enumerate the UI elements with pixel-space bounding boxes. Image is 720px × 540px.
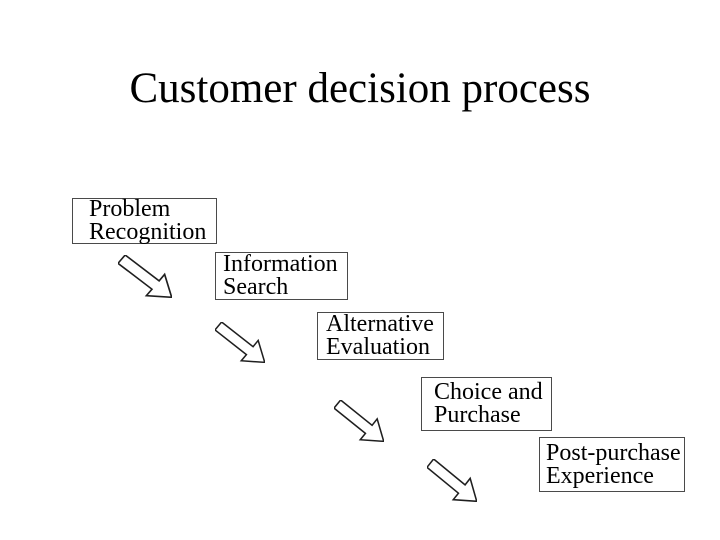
- step-label-line: Evaluation: [326, 334, 430, 360]
- step-label-line: Experience: [546, 462, 654, 489]
- step-box-choice-and-purchase: Choice and Purchase: [421, 377, 552, 431]
- step-label-line: Post-purchase: [546, 439, 681, 466]
- down-right-arrow-icon: [118, 255, 172, 298]
- step-label-line: Choice and: [434, 379, 543, 405]
- down-right-arrow-icon: [215, 322, 265, 363]
- step-box-problem-recognition: Problem Recognition: [72, 196, 217, 245]
- step-box-alternative-evaluation: Alternative Evaluation: [317, 312, 444, 360]
- step-label-line: Purchase: [434, 402, 521, 428]
- step-box-post-purchase-experience: Post-purchase Experience: [539, 437, 685, 492]
- down-right-arrow-icon: [427, 459, 477, 502]
- step-label-line: Alternative: [326, 311, 434, 337]
- step-label-line: Information: [223, 251, 338, 277]
- step-label-line: Recognition: [89, 219, 207, 245]
- slide-title: Customer decision process: [129, 65, 591, 112]
- down-right-arrow-icon: [334, 400, 384, 442]
- step-label-line: Search: [223, 274, 289, 300]
- step-label-line: Problem: [89, 196, 171, 222]
- step-box-information-search: Information Search: [215, 252, 348, 300]
